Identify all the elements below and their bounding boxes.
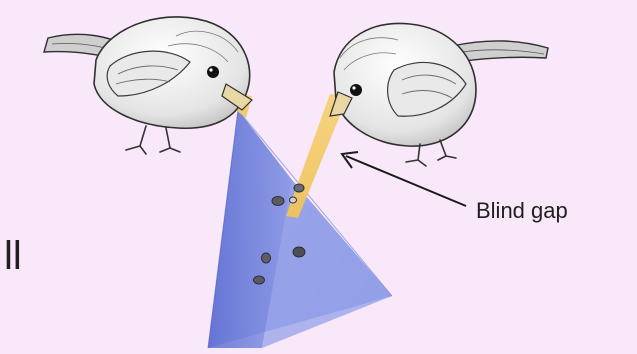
seed-icon	[262, 253, 271, 263]
seed-icon	[293, 247, 305, 257]
right-bird-illustration	[330, 23, 548, 166]
arrow-icon	[342, 152, 466, 206]
seed-icon	[272, 197, 284, 206]
cropped-text-fragment: ll	[4, 236, 22, 276]
left-view-cone	[208, 110, 392, 348]
seed-icon	[294, 184, 304, 192]
seed-icon	[254, 276, 265, 284]
left-bird-illustration	[44, 17, 252, 154]
seed-icon	[290, 197, 297, 203]
blind-gap-label: Blind gap	[476, 198, 568, 224]
